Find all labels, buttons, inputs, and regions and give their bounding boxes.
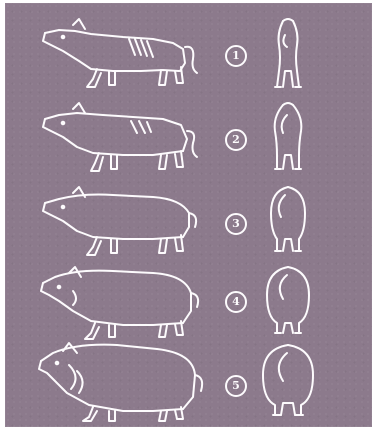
pig-rear-view-2 [263, 97, 313, 181]
condition-number-badge-1: 1 [225, 45, 247, 67]
condition-row-5: 5 [5, 341, 372, 425]
condition-number-badge-2: 2 [225, 129, 247, 151]
pig-side-view-5 [33, 341, 213, 425]
pig-rear-view-5 [263, 341, 313, 425]
pig-side-view-3 [33, 179, 213, 263]
condition-row-2: 2 [5, 97, 372, 181]
pig-side-view-2 [33, 97, 213, 181]
pig-rear-view-3 [263, 179, 313, 263]
condition-row-4: 4 [5, 261, 372, 345]
condition-number-badge-5: 5 [225, 375, 247, 397]
pig-side-view-1 [33, 15, 213, 99]
pig-rear-view-1 [263, 15, 313, 99]
condition-row-1: 1 [5, 15, 372, 99]
pig-rear-view-4 [263, 261, 313, 345]
condition-number-badge-3: 3 [225, 213, 247, 235]
condition-row-3: 3 [5, 179, 372, 263]
pig-side-view-4 [33, 261, 213, 345]
pig-body-condition-figure: 1 2 [5, 3, 372, 427]
condition-number-badge-4: 4 [225, 291, 247, 313]
